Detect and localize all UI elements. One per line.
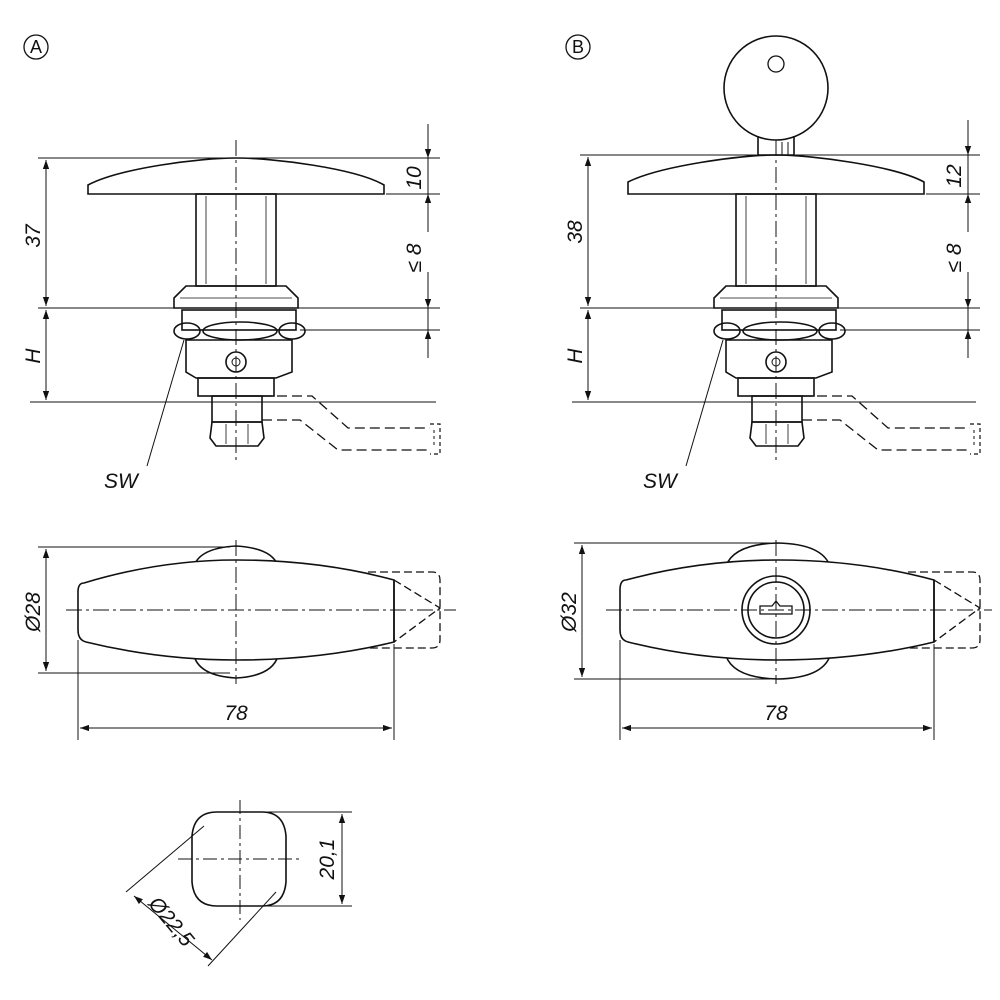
view-b-label-text: B [572, 37, 584, 57]
view-b-dim-sw: SW [643, 470, 679, 493]
view-b-dim-h: H [564, 348, 587, 364]
view-a-dim-length: 78 [224, 702, 248, 725]
view-b-cam-block [751, 395, 803, 423]
view-b-dim-clamp: ≤ 8 [943, 243, 966, 272]
view-a-dim-head: 10 [403, 166, 426, 190]
cutout-dim-diameter-line [133, 895, 213, 961]
view-b-top-turned-position [908, 571, 982, 649]
view-a-body [185, 339, 293, 379]
view-a-sw-leader [146, 339, 185, 467]
view-b-dim-diameter: Ø32 [558, 592, 581, 633]
view-a-bottom-nut [209, 421, 265, 447]
view-b-side: B [565, 34, 981, 467]
view-a-top-turned-position [368, 571, 442, 649]
view-a-dim-clamp: ≤ 8 [403, 243, 426, 272]
view-a-nut-wing-center [202, 321, 278, 341]
view-a-cam-arm [262, 395, 430, 451]
key-icon [723, 35, 829, 156]
view-b-body [725, 339, 833, 379]
view-b-nut-wing-right [818, 322, 846, 340]
view-a-nut-wing-right [278, 322, 306, 340]
view-b-cam-arm [802, 395, 970, 451]
view-b-dim-length: 78 [764, 702, 788, 725]
view-a-dim-total: 37 [22, 223, 45, 248]
cutout-dim-diameter: Ø22,5 [143, 892, 198, 952]
view-a-side-text: 37 H 10 ≤ 8 SW [22, 166, 426, 493]
view-b-nut-wing-center [742, 321, 818, 341]
view-a-nut [181, 309, 297, 331]
view-a-nut-wing-left [173, 322, 201, 340]
view-b-dim-total: 38 [564, 220, 587, 244]
view-a-cam-block [211, 395, 263, 423]
view-a-dim-diameter: Ø28 [22, 592, 45, 633]
view-b-top [574, 540, 992, 740]
view-a-top-text: Ø28 78 [22, 592, 248, 725]
view-b-label: B [565, 34, 591, 60]
view-b-nut [721, 309, 837, 331]
view-b-sw-leader [685, 339, 724, 467]
view-b-bottom-nut [749, 421, 805, 447]
view-a-side: A [23, 34, 441, 467]
view-b-dim-head: 12 [943, 164, 966, 188]
panel-cutout [125, 800, 352, 967]
view-b-top-text: Ø32 78 [558, 592, 788, 725]
view-b-nut-wing-left [713, 322, 741, 340]
view-a-label-text: A [30, 37, 42, 57]
view-a-dim-h: H [22, 348, 45, 364]
cutout-profile [191, 811, 287, 907]
view-b-side-text: 38 H 12 ≤ 8 SW [564, 164, 966, 493]
panel-cutout-text: 20,1 Ø22,5 [143, 839, 339, 952]
view-a-label: A [23, 34, 49, 60]
view-b-top-rosette [724, 542, 832, 680]
view-a-dim-sw: SW [104, 470, 140, 493]
view-a-top [38, 540, 456, 740]
cutout-dim-flats: 20,1 [316, 839, 339, 881]
